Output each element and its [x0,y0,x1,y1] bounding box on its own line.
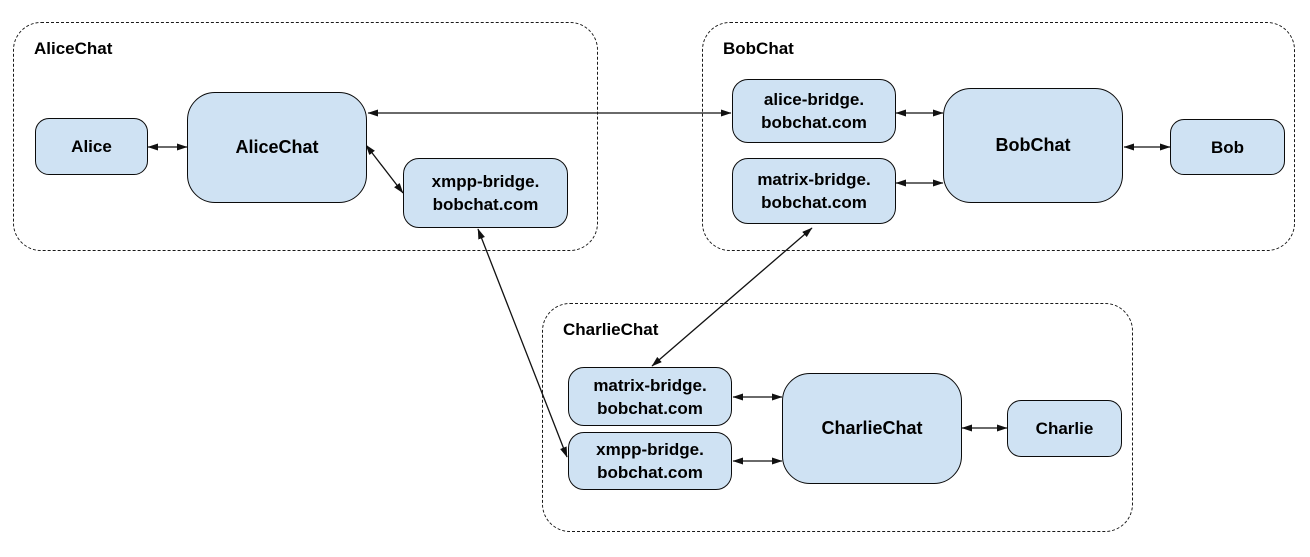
node-bob: Bob [1170,119,1285,175]
node-matrix-bridge-bob: matrix-bridge. bobchat.com [732,158,896,224]
node-alice-bridge-bob: alice-bridge. bobchat.com [732,79,896,143]
group-bobchat: BobChat [702,22,1295,251]
node-xmpp-bridge-charlie: xmpp-bridge. bobchat.com [568,432,732,490]
node-charlie: Charlie [1007,400,1122,457]
node-alice: Alice [35,118,148,175]
node-xmpp-bridge-alice: xmpp-bridge. bobchat.com [403,158,568,228]
node-matrix-bridge-charlie: matrix-bridge. bobchat.com [568,367,732,426]
group-alicechat: AliceChat [13,22,598,251]
node-charliechat-server: CharlieChat [782,373,962,484]
node-bobchat-server: BobChat [943,88,1123,203]
group-bobchat-title: BobChat [723,39,794,58]
node-alicechat-server: AliceChat [187,92,367,203]
group-alicechat-title: AliceChat [34,39,113,58]
group-charliechat-title: CharlieChat [563,320,659,339]
